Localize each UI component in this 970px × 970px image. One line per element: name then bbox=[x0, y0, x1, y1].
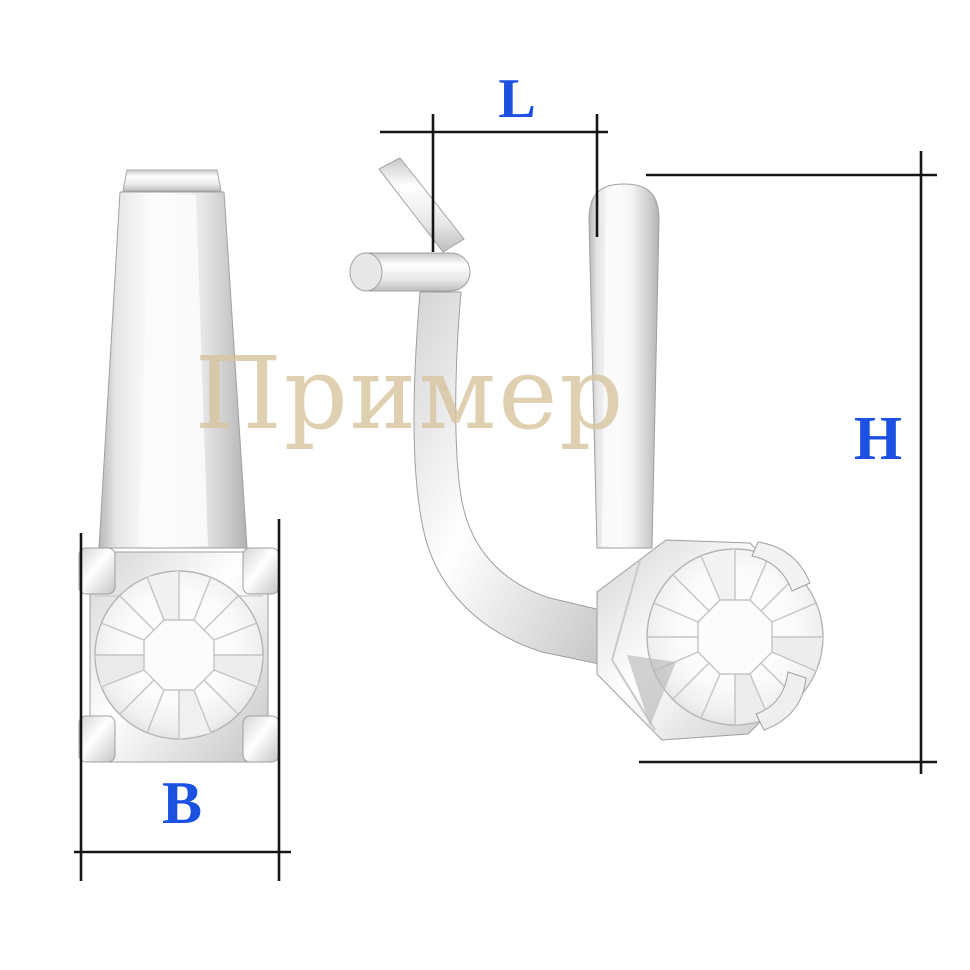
side-prong-bottom bbox=[755, 671, 807, 731]
front-bar-sheen bbox=[138, 195, 208, 546]
watermark-text: Пример bbox=[195, 335, 626, 452]
dimension-line-l bbox=[380, 114, 608, 252]
front-prong-top-right bbox=[242, 547, 280, 595]
front-prong-top-left bbox=[78, 547, 116, 595]
front-prong-bottom-left bbox=[78, 715, 116, 763]
side-hinge-pin-cap bbox=[349, 252, 383, 292]
earring-front-view bbox=[78, 169, 280, 763]
dimension-line-b bbox=[74, 519, 291, 881]
dimension-label-b: B bbox=[162, 770, 202, 836]
diamond-front-view bbox=[94, 570, 264, 740]
dimension-lines bbox=[74, 114, 937, 881]
dimension-label-h: H bbox=[854, 405, 902, 473]
side-basket-notch bbox=[627, 655, 676, 726]
side-back-bar-sheen bbox=[602, 188, 622, 546]
side-latch-lever bbox=[378, 157, 465, 253]
earring-side-view bbox=[349, 157, 824, 741]
dimension-line-h bbox=[639, 151, 937, 774]
front-prong-bottom-right bbox=[242, 715, 280, 763]
front-post-tab bbox=[122, 169, 222, 192]
side-prong-top bbox=[751, 541, 811, 592]
side-basket-facet-line bbox=[611, 559, 641, 661]
dimension-label-l: L bbox=[498, 68, 535, 130]
